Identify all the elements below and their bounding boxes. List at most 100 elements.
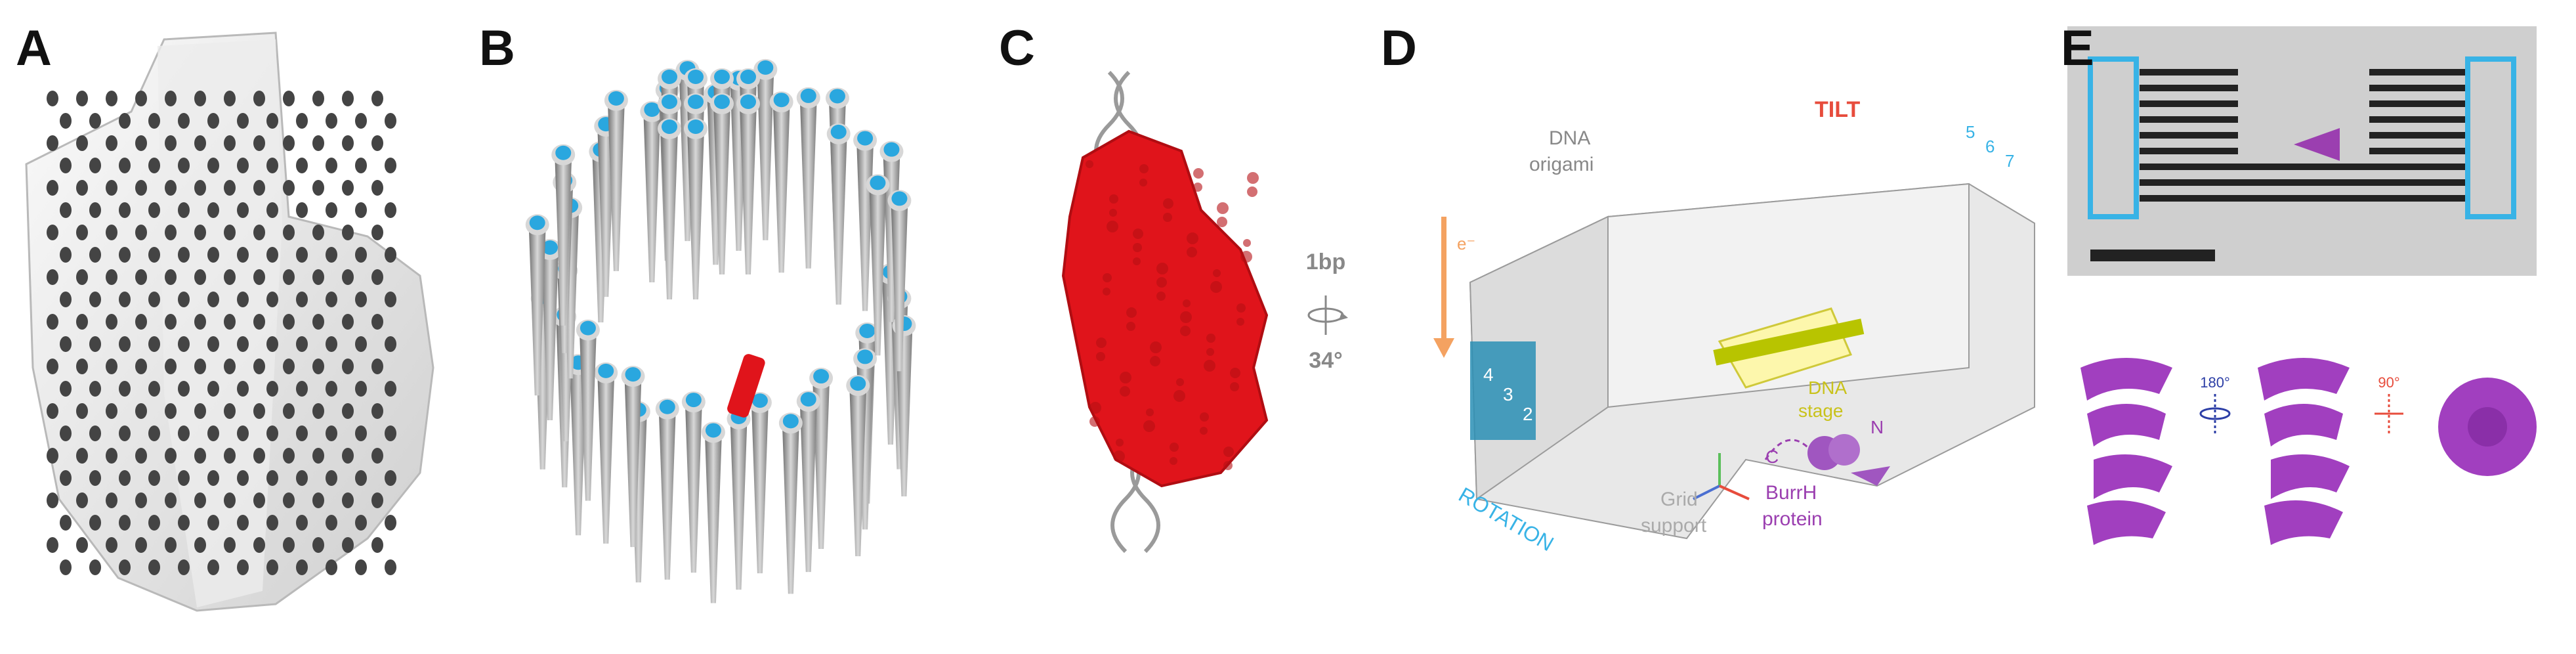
- density-hole: [355, 202, 367, 218]
- density-hole: [207, 158, 219, 173]
- density-hole: [135, 537, 147, 553]
- cryo-em-density-map: [25, 32, 434, 612]
- helix-cylinder: [525, 214, 549, 396]
- density-hole: [342, 403, 354, 419]
- density-hole: [89, 247, 101, 263]
- helix-cylinder: [769, 91, 793, 273]
- rotation-slot: 4 3 2: [1470, 341, 1536, 440]
- density-hole: [371, 180, 383, 196]
- helix-cylinder: [655, 398, 679, 580]
- orange-beam-arrow: e⁻: [1433, 217, 1475, 358]
- density-hole: [342, 537, 354, 553]
- svg-text:N: N: [1870, 417, 1884, 437]
- origami-label-1: DNA: [1549, 127, 1590, 149]
- density-hole: [342, 180, 354, 196]
- density-hole: [253, 225, 265, 240]
- helix-cylinder: [640, 100, 664, 282]
- density-hole: [296, 470, 308, 486]
- density-hole: [371, 135, 383, 151]
- density-hole: [47, 537, 58, 553]
- density-hole: [385, 515, 396, 531]
- density-hole: [224, 135, 236, 151]
- helix-cylinder: [796, 87, 820, 269]
- density-hole: [47, 180, 58, 196]
- density-hole: [253, 180, 265, 196]
- svg-text:2: 2: [1523, 404, 1533, 424]
- density-hole: [385, 559, 396, 575]
- density-hole: [194, 135, 206, 151]
- density-hole: [283, 403, 295, 419]
- density-hole: [342, 492, 354, 508]
- density-hole: [385, 292, 396, 307]
- density-hole: [312, 269, 324, 285]
- density-hole: [296, 202, 308, 218]
- density-hole: [266, 202, 278, 218]
- density-hole: [148, 470, 160, 486]
- helix-bundle-model: [525, 58, 916, 603]
- density-hole: [312, 492, 324, 508]
- density-hole: [47, 359, 58, 374]
- density-hole: [253, 359, 265, 374]
- density-hole: [326, 113, 337, 129]
- density-hole: [60, 292, 72, 307]
- density-hole: [371, 269, 383, 285]
- density-hole: [165, 135, 177, 151]
- helix-cylinder: [684, 118, 707, 299]
- density-hole: [326, 247, 337, 263]
- density-hole: [312, 91, 324, 106]
- density-hole: [296, 515, 308, 531]
- density-hole: [106, 135, 117, 151]
- density-hole: [326, 470, 337, 486]
- density-hole: [194, 91, 206, 106]
- density-hole: [283, 91, 295, 106]
- helix-cylinder: [604, 89, 628, 271]
- density-hole: [266, 292, 278, 307]
- density-hole: [106, 91, 117, 106]
- density-hole: [194, 359, 206, 374]
- density-hole: [89, 425, 101, 441]
- density-hole: [342, 448, 354, 464]
- density-hole: [312, 180, 324, 196]
- density-hole: [312, 537, 324, 553]
- purple-arrowhead: [2294, 128, 2340, 161]
- density-hole: [237, 559, 249, 575]
- density-hole: [165, 225, 177, 240]
- density-hole: [194, 492, 206, 508]
- density-hole: [148, 113, 160, 129]
- panel-label-d: D: [1381, 20, 1417, 76]
- density-hole: [148, 247, 160, 263]
- density-hole: [237, 292, 249, 307]
- density-hole: [326, 202, 337, 218]
- density-hole: [224, 91, 236, 106]
- density-hole: [47, 269, 58, 285]
- density-hole: [165, 314, 177, 330]
- density-hole: [342, 135, 354, 151]
- density-hole: [76, 135, 88, 151]
- density-hole: [253, 269, 265, 285]
- density-hole: [47, 403, 58, 419]
- density-hole: [355, 158, 367, 173]
- density-hole: [76, 225, 88, 240]
- panel-c: C 1bp 34°: [984, 0, 1378, 651]
- density-hole: [178, 559, 190, 575]
- density-hole: [106, 359, 117, 374]
- density-hole: [253, 314, 265, 330]
- density-hole: [89, 515, 101, 531]
- helix-cylinder: [753, 58, 778, 240]
- red-protein-surface: [1061, 129, 1269, 488]
- density-hole: [224, 225, 236, 240]
- density-hole: [76, 492, 88, 508]
- density-hole: [194, 180, 206, 196]
- density-hole: [253, 135, 265, 151]
- svg-text:90°: 90°: [2378, 374, 2399, 391]
- density-hole: [119, 292, 131, 307]
- density-hole: [312, 448, 324, 464]
- density-hole: [178, 247, 190, 263]
- svg-text:6: 6: [1985, 137, 1995, 156]
- purple-helix-left: [2080, 358, 2172, 545]
- density-hole: [283, 537, 295, 553]
- density-hole: [355, 336, 367, 352]
- density-hole: [266, 425, 278, 441]
- density-hole: [165, 91, 177, 106]
- density-hole: [342, 269, 354, 285]
